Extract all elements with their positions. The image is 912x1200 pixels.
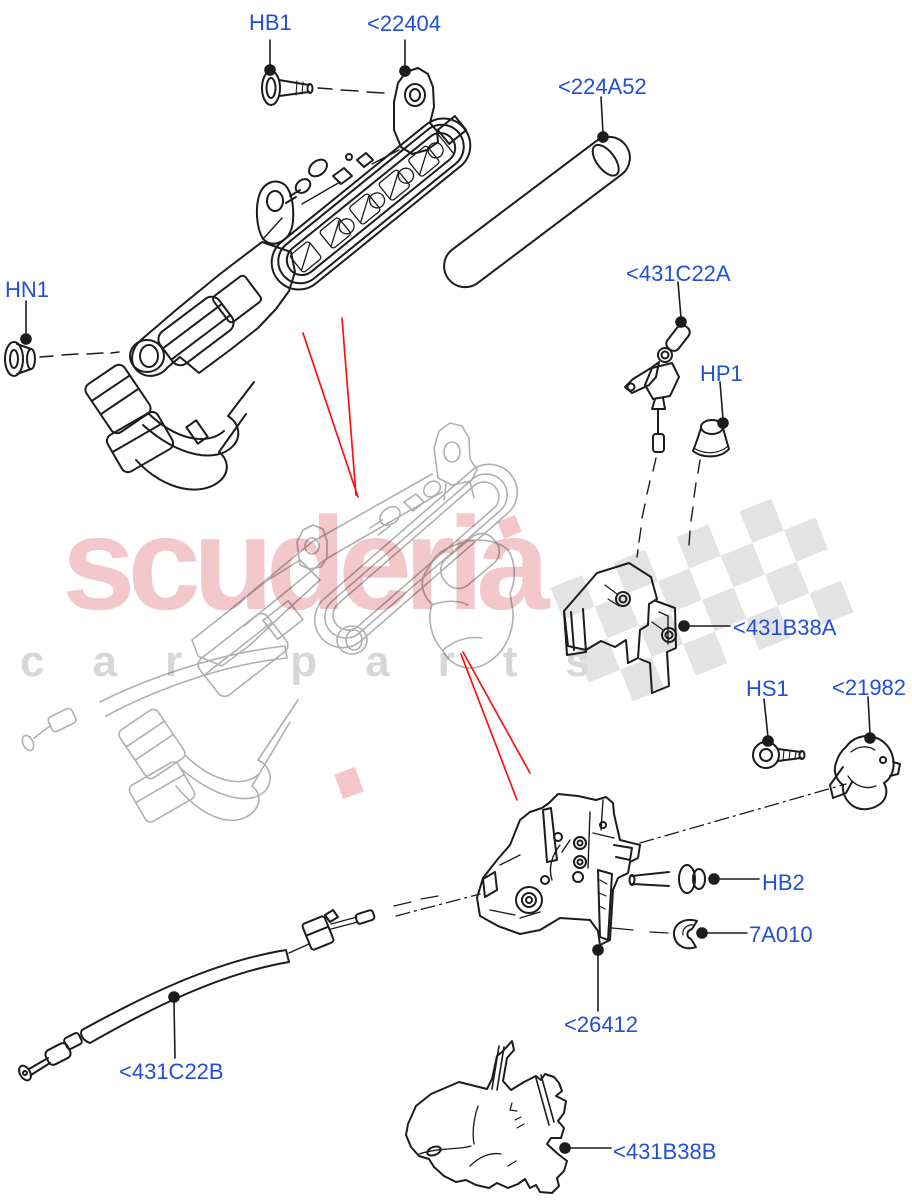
part-label-7a010[interactable]: 7A010 xyxy=(749,922,813,947)
part-431b38a-bracket xyxy=(563,562,677,694)
axis-line xyxy=(395,893,481,917)
part-label-431b38a[interactable]: <431B38A xyxy=(733,615,837,640)
part-hp1-cap xyxy=(688,419,730,546)
part-label-431b38b[interactable]: <431B38B xyxy=(613,1139,717,1164)
part-26412-latch xyxy=(476,793,641,946)
axis-line xyxy=(639,783,847,844)
part-label-hp1[interactable]: HP1 xyxy=(700,361,743,386)
part-hn1-grommet xyxy=(4,341,120,377)
part-22404-handle-assembly xyxy=(84,67,472,491)
red-pointer-lines xyxy=(302,317,531,801)
ghost-connector xyxy=(118,708,186,780)
part-21982-lock-cylinder xyxy=(829,735,901,811)
part-431b38b-shield xyxy=(405,1040,568,1194)
part-hs1-screw xyxy=(752,741,806,769)
part-label-hb2[interactable]: HB2 xyxy=(762,870,805,895)
part-431c22b-cable xyxy=(18,895,439,1082)
part-hb2-bolt xyxy=(628,864,706,894)
ghost-cover xyxy=(421,539,516,669)
part-label-431c22b[interactable]: <431C22B xyxy=(119,1059,224,1084)
part-431c22a-lock-rod xyxy=(624,324,691,558)
ghost-ear xyxy=(433,422,478,486)
ghost-trim-ring xyxy=(313,463,519,649)
part-label-224a52[interactable]: <224A52 xyxy=(558,74,647,99)
leader-lines xyxy=(20,39,876,1154)
part-hb1-bolt xyxy=(261,70,385,106)
part-label-hb1[interactable]: HB1 xyxy=(249,10,292,35)
part-label-hs1[interactable]: HS1 xyxy=(746,676,789,701)
part-label-22404[interactable]: <22404 xyxy=(367,11,442,36)
part-224a52-gasket xyxy=(443,135,631,289)
part-label-hn1[interactable]: HN1 xyxy=(5,277,50,302)
part-label-21982[interactable]: <21982 xyxy=(832,675,907,700)
part-7a010-clip xyxy=(611,919,698,950)
part-label-431c22a[interactable]: <431C22A xyxy=(626,261,731,286)
part-label-26412[interactable]: <26412 xyxy=(564,1012,639,1037)
